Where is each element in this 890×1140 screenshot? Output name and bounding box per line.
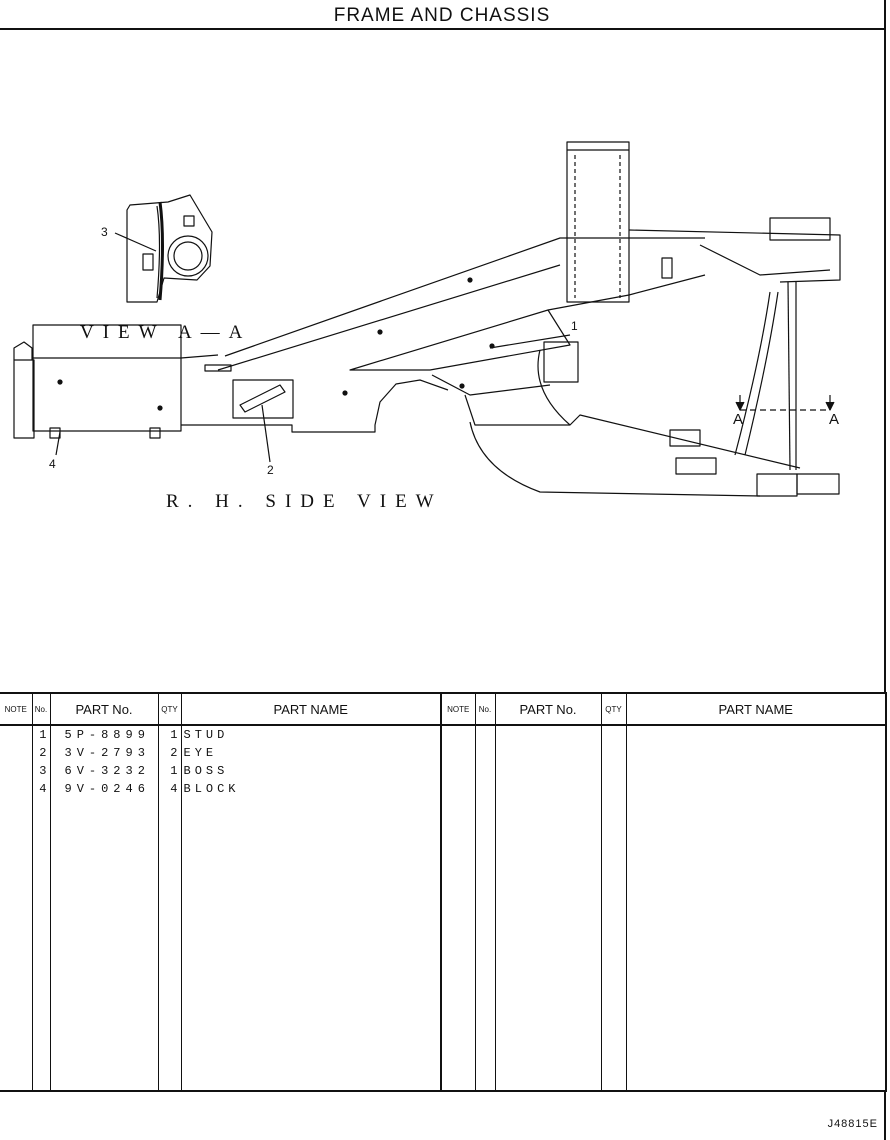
row-no: 2 (32, 744, 51, 762)
row-qty: 4 (158, 780, 182, 798)
frame-illustration (13, 141, 841, 497)
view-aa-label: VIEW A—A (80, 322, 252, 343)
callout-1: 1 (571, 319, 578, 333)
table-row: 3 6V-3232 1 BOSS (0, 762, 887, 780)
col-qty-header: QTY (601, 693, 627, 726)
table-row: 4 9V-0246 4 BLOCK (0, 780, 887, 798)
row-part-name: BLOCK (181, 780, 442, 798)
row-part-name: BOSS (181, 762, 442, 780)
callout-3: 3 (101, 225, 108, 239)
row-part-name: EYE (181, 744, 442, 762)
col-part-name-header: PART NAME (626, 693, 887, 726)
page-title: FRAME AND CHASSIS (333, 5, 551, 26)
drawing-area: VIEW A—A R. H. SIDE VIEW 1 2 3 4 A A (0, 30, 886, 692)
section-letter-right: A (829, 411, 840, 428)
row-part-no: 5P-8899 (50, 725, 159, 744)
row-part-no: 9V-0246 (50, 780, 159, 798)
table-header-row: NOTE No. PART No. QTY PART NAME NOTE No.… (0, 693, 887, 726)
col-note-header: NOTE (0, 693, 33, 726)
col-note-header: NOTE (441, 693, 476, 726)
row-qty: 2 (158, 744, 182, 762)
col-part-no-header: PART No. (50, 693, 159, 726)
table-row: 2 3V-2793 2 EYE (0, 744, 887, 762)
row-qty: 1 (158, 725, 182, 744)
title-bar: FRAME AND CHASSIS (0, 0, 886, 30)
col-no-header: No. (32, 693, 51, 726)
side-view-label: R. H. SIDE VIEW (166, 491, 443, 512)
col-no-header: No. (475, 693, 496, 726)
row-part-no: 3V-2793 (50, 744, 159, 762)
footer: J48815E (0, 1092, 886, 1140)
row-no: 3 (32, 762, 51, 780)
section-letter-left: A (733, 411, 744, 428)
row-part-name: STUD (181, 725, 442, 744)
col-part-no-header: PART No. (495, 693, 602, 726)
parts-table: NOTE No. PART No. QTY PART NAME NOTE No.… (0, 692, 887, 1092)
row-no: 4 (32, 780, 51, 798)
view-aa-detail (114, 194, 213, 303)
col-part-name-header: PART NAME (181, 693, 442, 726)
table-row: 1 5P-8899 1 STUD (0, 725, 887, 744)
side-view-frame (13, 141, 841, 497)
callout-2: 2 (267, 463, 274, 477)
row-qty: 1 (158, 762, 182, 780)
callout-4: 4 (49, 457, 56, 471)
col-qty-header: QTY (158, 693, 182, 726)
row-part-no: 6V-3232 (50, 762, 159, 780)
drawing-number: J48815E (827, 1118, 878, 1130)
table-filler-row (0, 798, 887, 1091)
row-no: 1 (32, 725, 51, 744)
